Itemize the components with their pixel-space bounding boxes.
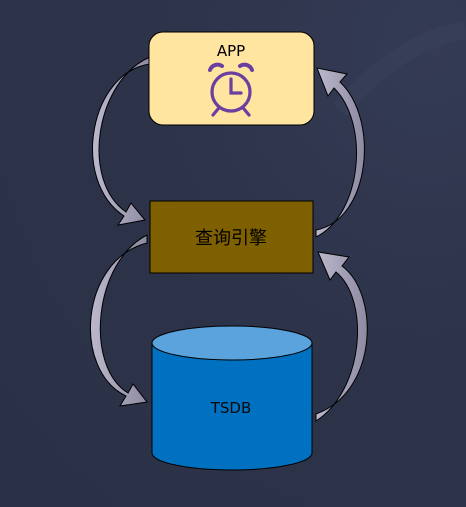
app-node: APP — [148, 31, 315, 126]
query-engine-box — [149, 200, 314, 274]
alarm-clock-icon — [208, 62, 254, 117]
arrow-app-to-engine — [92, 56, 151, 226]
query-engine-node: 查询引擎 — [149, 200, 314, 274]
arrow-engine-to-app — [315, 67, 365, 238]
arrow-engine-to-tsdb — [89, 234, 148, 407]
tsdb-node: TSDB — [151, 325, 313, 471]
background-arc — [333, 21, 466, 116]
tsdb-cylinder-body — [151, 342, 313, 471]
tsdb-label: TSDB — [210, 399, 252, 417]
arrow-tsdb-to-engine — [315, 251, 368, 422]
tsdb-cylinder-top — [151, 325, 313, 361]
app-label: APP — [217, 42, 245, 60]
query-engine-label: 查询引擎 — [195, 228, 267, 249]
